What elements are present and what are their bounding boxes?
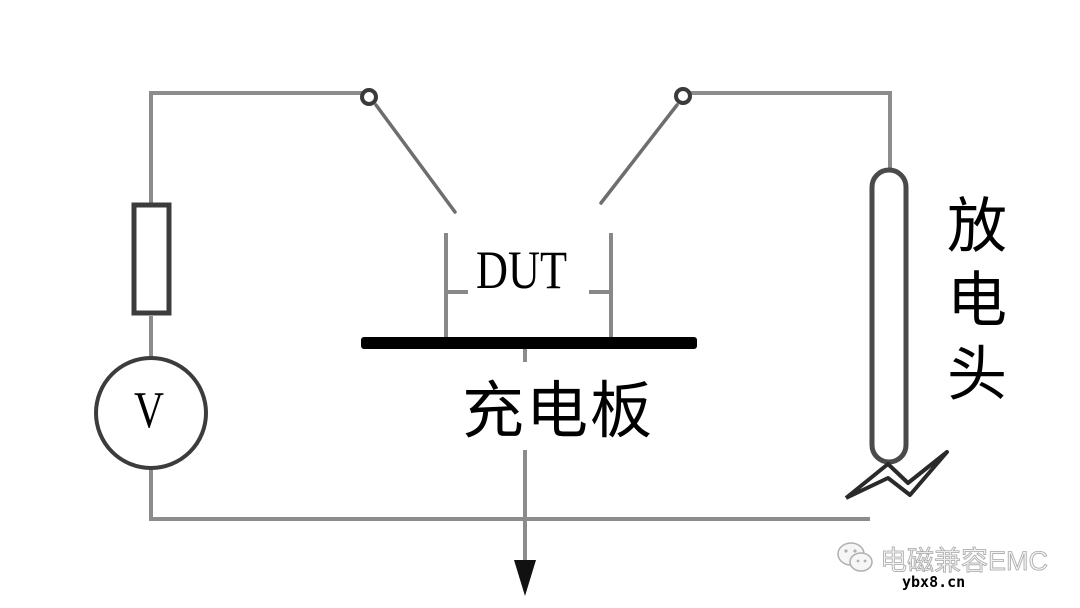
switch-left-arm <box>374 103 457 214</box>
wires <box>149 91 892 564</box>
wire-top-left <box>149 91 364 205</box>
ground-arrow-icon <box>514 560 536 596</box>
charging-plate-symbol <box>361 337 697 349</box>
resistor-symbol <box>131 202 172 316</box>
switch-right-arm <box>599 103 679 205</box>
wire-top-right <box>690 91 892 172</box>
dut-bracket <box>444 233 613 340</box>
watermark: 电磁兼容EMC <box>836 540 1048 576</box>
switch-right-terminal <box>674 87 692 105</box>
voltmeter-label: V <box>134 382 165 439</box>
wire-bottom-left <box>149 470 870 521</box>
discharge-probe-symbol <box>869 167 909 465</box>
wechat-icon <box>837 542 873 572</box>
discharge-head-char-3: 头 <box>947 340 1007 410</box>
dut-label: DUT <box>476 240 568 300</box>
watermark-site: ybx8.cn <box>902 573 966 591</box>
charging-plate-label: 充电板 <box>462 374 655 447</box>
discharge-head-char-1: 放 <box>947 192 1007 262</box>
switch-left-terminal <box>360 88 378 106</box>
spark-icon <box>844 450 949 500</box>
switches <box>374 103 679 214</box>
discharge-head-char-2: 电 <box>947 266 1007 336</box>
watermark-text: 电磁兼容EMC <box>880 545 1049 576</box>
voltmeter-symbol <box>94 356 208 470</box>
discharge-head-label: 放 电 头 <box>942 190 1012 412</box>
